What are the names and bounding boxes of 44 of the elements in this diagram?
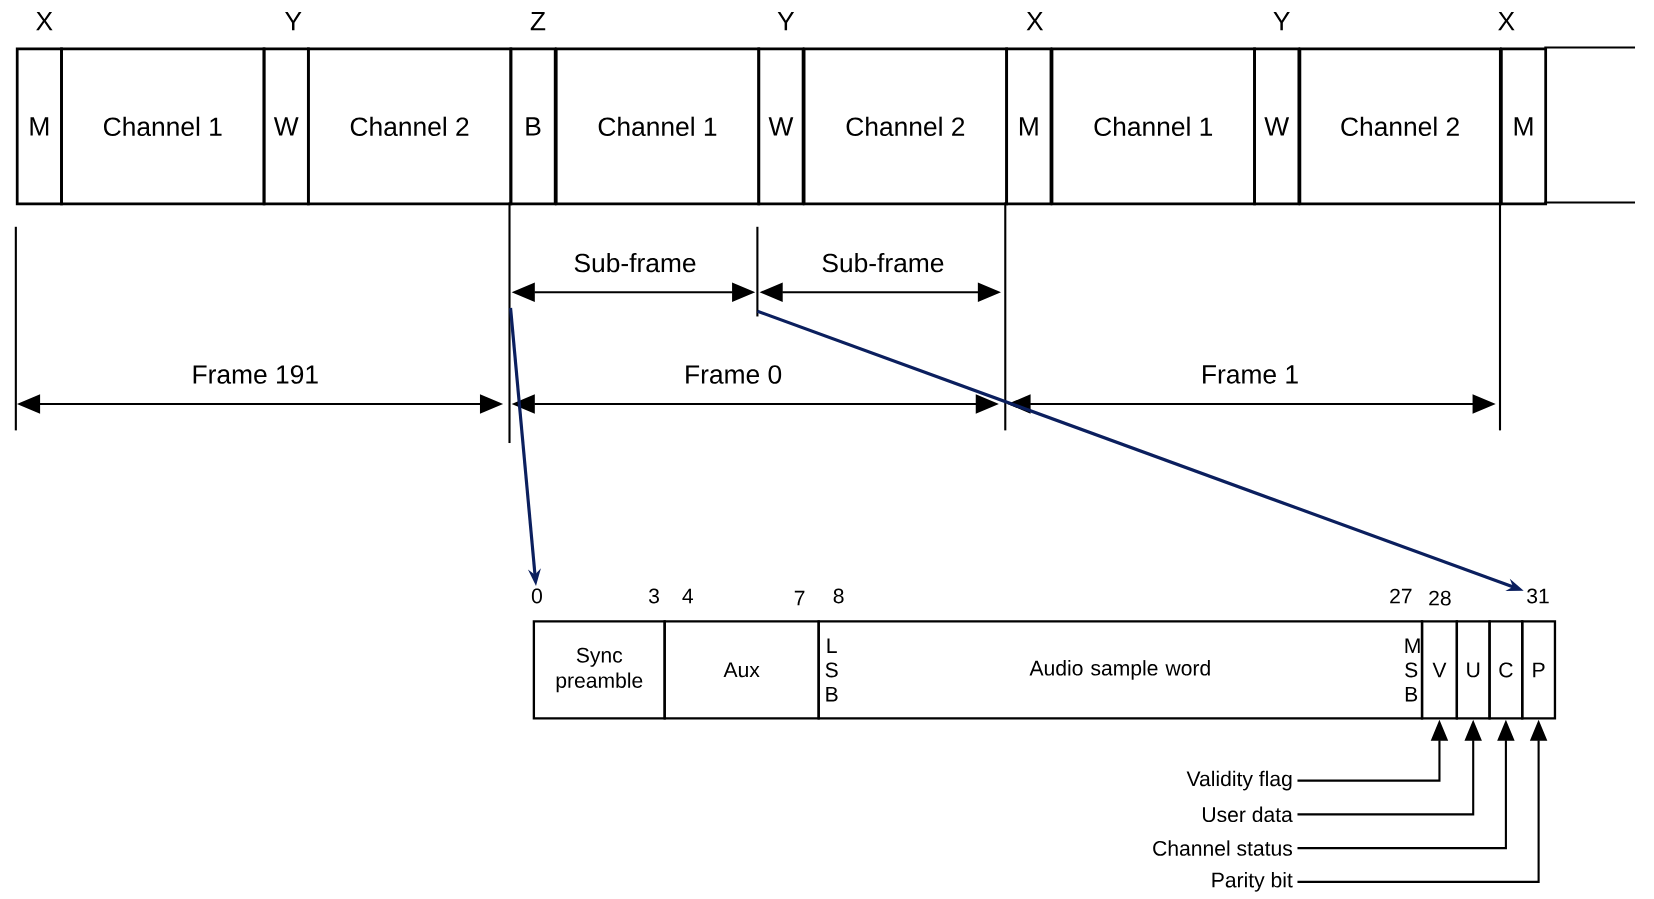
field-description: User data <box>1203 806 1293 823</box>
frame-cell: W <box>262 47 310 206</box>
bit-field: Audio sample word L S B M S B <box>817 620 1424 720</box>
frame-preamble-letter: Y <box>1273 12 1290 31</box>
frame-cell: Channel 1 <box>1050 47 1256 206</box>
bit-number: 7 <box>794 590 805 606</box>
bit-number: 3 <box>648 588 659 604</box>
frame-preamble-letter: Y <box>285 12 302 31</box>
frame-cell: Channel 1 <box>554 47 761 206</box>
bit-number: 0 <box>531 588 542 604</box>
bit-number: 31 <box>1527 588 1549 604</box>
frame-preamble-letter: X <box>36 12 53 31</box>
bit-field: U <box>1455 620 1491 720</box>
bit-number: 28 <box>1429 590 1451 606</box>
bit-field: Aux <box>663 620 820 720</box>
frame-cell: M <box>1005 47 1053 206</box>
frame-cell: M <box>15 47 63 206</box>
frame-cell: B <box>509 47 557 206</box>
frame-cell: W <box>1253 47 1301 206</box>
field-description: Validity flag <box>1186 770 1292 791</box>
bit-field: Sync preamble <box>532 620 666 720</box>
frame-preamble-letter: X <box>1498 12 1515 31</box>
frame-cell: Channel 2 <box>306 47 513 206</box>
frame-cell: M <box>1500 47 1548 206</box>
dimension-label: Frame 191 <box>193 365 318 384</box>
bit-number: 4 <box>682 588 693 604</box>
bit-number: 27 <box>1390 588 1412 604</box>
frame-cell: Channel 2 <box>802 47 1008 206</box>
field-description: Channel status <box>1153 840 1293 856</box>
dimension-label: Frame 1 <box>1203 365 1298 384</box>
frame-cell: Channel 2 <box>1298 47 1502 206</box>
frame-cell: W <box>757 47 805 206</box>
frame-cell: Channel 1 <box>60 47 266 206</box>
bit-field: C <box>1488 620 1524 720</box>
dimension-label: Sub-frame <box>822 253 944 273</box>
field-description: Parity bit <box>1212 872 1293 892</box>
frame-preamble-letter: X <box>1026 12 1044 31</box>
frame-preamble-letter: Y <box>777 12 795 31</box>
dimension-label: Frame 0 <box>686 365 782 384</box>
bit-field: V <box>1420 620 1458 720</box>
bit-field: P <box>1521 620 1557 720</box>
bit-number: 8 <box>833 588 844 604</box>
dimension-label: Sub-frame <box>574 253 696 273</box>
frame-preamble-letter: Z <box>530 12 546 31</box>
